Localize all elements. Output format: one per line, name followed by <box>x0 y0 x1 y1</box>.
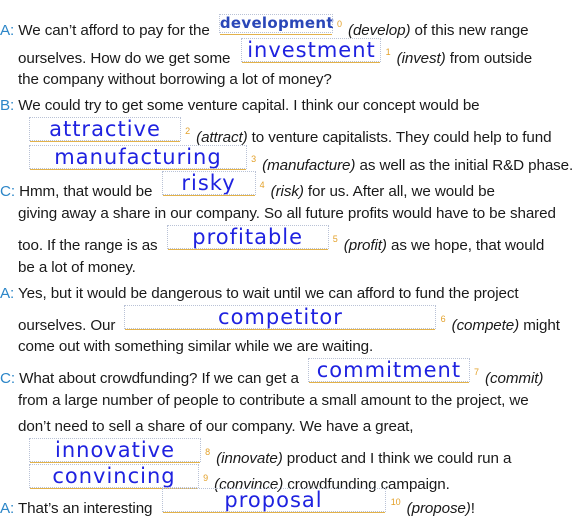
answer-blank-10[interactable]: proposal 10 <box>161 488 401 513</box>
text: the company without borrowing a lot of m… <box>18 71 332 88</box>
hint-text: (attract) <box>196 129 248 146</box>
blank-number: 1 <box>385 47 391 57</box>
answer-text: commitment <box>307 358 470 382</box>
answer-text: convincing <box>29 464 199 488</box>
text: ! <box>470 500 475 517</box>
text: from outside <box>445 50 533 67</box>
text: of this new range <box>410 22 529 39</box>
text: come out with something similar while we… <box>18 338 374 355</box>
dialogue-line: be a lot of money. <box>18 258 136 278</box>
text: We can’t afford to pay for the <box>14 22 210 39</box>
hint-text: (risk) <box>270 183 304 200</box>
answer-text: proposal <box>161 488 386 512</box>
dialogue-line: A: That’s an interesting proposal 10 (pro… <box>0 488 475 519</box>
answer-blank-3[interactable]: manufacturing 3 <box>29 145 256 170</box>
blank-number: 6 <box>440 314 446 324</box>
dialogue-line: giving away a share in our company. So a… <box>18 204 556 224</box>
dialogue-line: manufacturing 3 (manufacture) as well as … <box>29 145 574 176</box>
answer-blank-9[interactable]: convincing 9 <box>29 464 208 489</box>
text: That’s an interesting <box>14 500 153 517</box>
dialogue-line: don’t need to sell a share of our compan… <box>18 417 414 437</box>
hint-text: (compete) <box>451 317 520 334</box>
dialogue-line: C: What about crowdfunding? If we can ge… <box>0 358 544 389</box>
hint-text: (profit) <box>343 237 387 254</box>
dialogue-line: come out with something similar while we… <box>18 337 373 357</box>
dialogue-line: innovative 8 (innovate) product and I thi… <box>29 438 512 469</box>
text: too. If the range is as <box>18 237 158 254</box>
text: might <box>519 317 560 334</box>
text: Yes, but it would be dangerous to wait u… <box>14 285 519 302</box>
answer-text: manufacturing <box>29 145 247 169</box>
text: as we hope, that would <box>386 237 545 254</box>
blank-number: 3 <box>251 154 256 164</box>
answer-blank-8[interactable]: innovative 8 <box>29 438 210 463</box>
dialogue-line: convincing 9 (convince) crowdfunding camp… <box>29 464 450 495</box>
hint-text: (convince) <box>214 476 284 493</box>
text: for us. After all, we would be <box>303 183 495 200</box>
speaker-label: A: <box>0 22 15 39</box>
text: be a lot of money. <box>18 259 136 276</box>
blank-number: 4 <box>259 180 265 190</box>
text: Hmm, that would be <box>15 183 153 200</box>
blank-number: 7 <box>474 367 479 377</box>
hint-text: (invest) <box>396 50 446 67</box>
hint-text: (propose) <box>406 500 471 517</box>
text: ourselves. How do we get some <box>18 50 231 67</box>
dialogue-line: from a large number of people to contrib… <box>18 391 529 411</box>
blank-number: 9 <box>203 473 208 483</box>
text: ourselves. Our <box>18 317 116 334</box>
answer-text: development <box>218 14 334 33</box>
hint-text: (innovate) <box>216 450 283 467</box>
answer-text: profitable <box>166 225 329 249</box>
text: to venture capitalists. They could help … <box>247 129 552 146</box>
blank-number: 0 <box>336 19 342 29</box>
text: as well as the initial R&D phase. <box>355 157 574 174</box>
text: don’t need to sell a share of our compan… <box>18 418 414 435</box>
hint-text: (develop) <box>347 22 411 39</box>
text: giving away a share in our company. So a… <box>18 205 556 222</box>
speaker-label: B: <box>0 97 15 114</box>
answer-blank-7[interactable]: commitment 7 <box>307 358 479 383</box>
blank-number: 5 <box>332 234 338 244</box>
dialogue-line: the company without borrowing a lot of m… <box>18 70 332 90</box>
text: We could try to get some venture capital… <box>14 97 480 114</box>
speaker-label: A: <box>0 285 15 302</box>
hint-text: (commit) <box>485 370 544 387</box>
dialogue-line: B: We could try to get some venture capi… <box>0 96 480 116</box>
speaker-label: C: <box>0 370 15 387</box>
blank-number: 8 <box>205 447 210 457</box>
hint-text: (manufacture) <box>262 157 356 174</box>
answer-text: risky <box>161 171 256 195</box>
text: product and I think we could run a <box>282 450 512 467</box>
answer-text: competitor <box>124 305 437 329</box>
answer-text: investment <box>241 38 382 62</box>
text: crowdfunding campaign. <box>283 476 450 493</box>
answer-text: innovative <box>29 438 201 462</box>
dialogue-line: A: We can’t afford to pay for the develo… <box>0 14 529 41</box>
speaker-label: A: <box>0 500 15 517</box>
speaker-label: C: <box>0 183 15 200</box>
blank-number: 10 <box>390 497 401 507</box>
text: from a large number of people to contrib… <box>18 392 529 409</box>
dialogue-line: A: Yes, but it would be dangerous to wai… <box>0 284 519 304</box>
answer-blank-2[interactable]: attractive 2 <box>29 117 190 142</box>
text: What about crowdfunding? If we can get a <box>15 370 299 387</box>
dialogue-line: attractive 2 (attract) to venture capital… <box>29 117 552 148</box>
blank-number: 2 <box>185 126 190 136</box>
dialogue-line: ourselves. How do we get some investment… <box>18 38 533 69</box>
answer-text: attractive <box>29 117 181 141</box>
